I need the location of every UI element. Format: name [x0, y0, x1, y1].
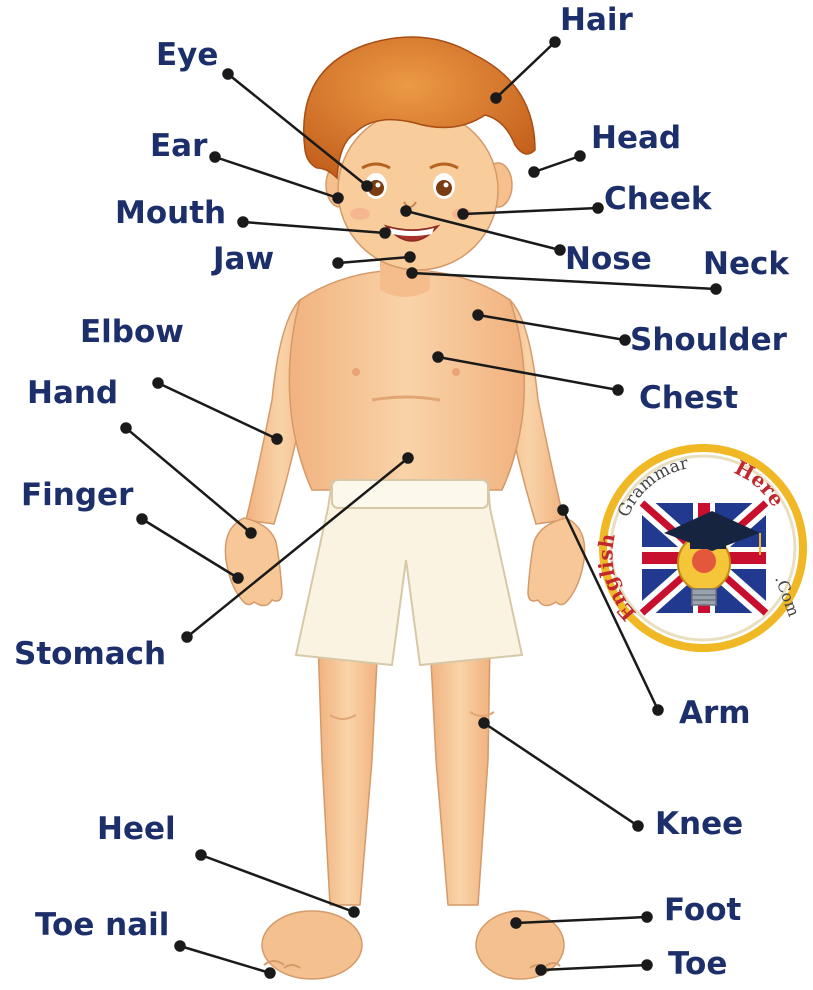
label-jaw: Jaw — [213, 244, 274, 275]
shorts — [296, 480, 522, 665]
label-ear: Ear — [150, 131, 207, 162]
label-arm: Arm — [679, 698, 751, 729]
label-chest: Chest — [639, 383, 738, 414]
label-toe-nail: Toe nail — [35, 910, 169, 941]
label-eye: Eye — [156, 40, 218, 71]
label-elbow: Elbow — [80, 317, 184, 348]
label-finger: Finger — [21, 480, 133, 511]
label-hair: Hair — [560, 5, 633, 36]
label-shoulder: Shoulder — [630, 325, 787, 356]
label-stomach: Stomach — [14, 639, 166, 670]
label-cheek: Cheek — [604, 184, 712, 215]
left-foot — [262, 911, 362, 979]
english-grammar-here-logo: English Grammar Here .Com — [592, 443, 813, 653]
label-head: Head — [591, 123, 681, 154]
label-foot: Foot — [664, 895, 741, 926]
label-knee: Knee — [655, 809, 743, 840]
legs — [262, 640, 564, 979]
label-heel: Heel — [97, 814, 176, 845]
label-hand: Hand — [27, 378, 118, 409]
right-hand — [528, 518, 585, 606]
label-mouth: Mouth — [115, 198, 226, 229]
label-nose: Nose — [565, 244, 652, 275]
label-toe: Toe — [668, 949, 727, 980]
label-neck: Neck — [703, 249, 789, 280]
